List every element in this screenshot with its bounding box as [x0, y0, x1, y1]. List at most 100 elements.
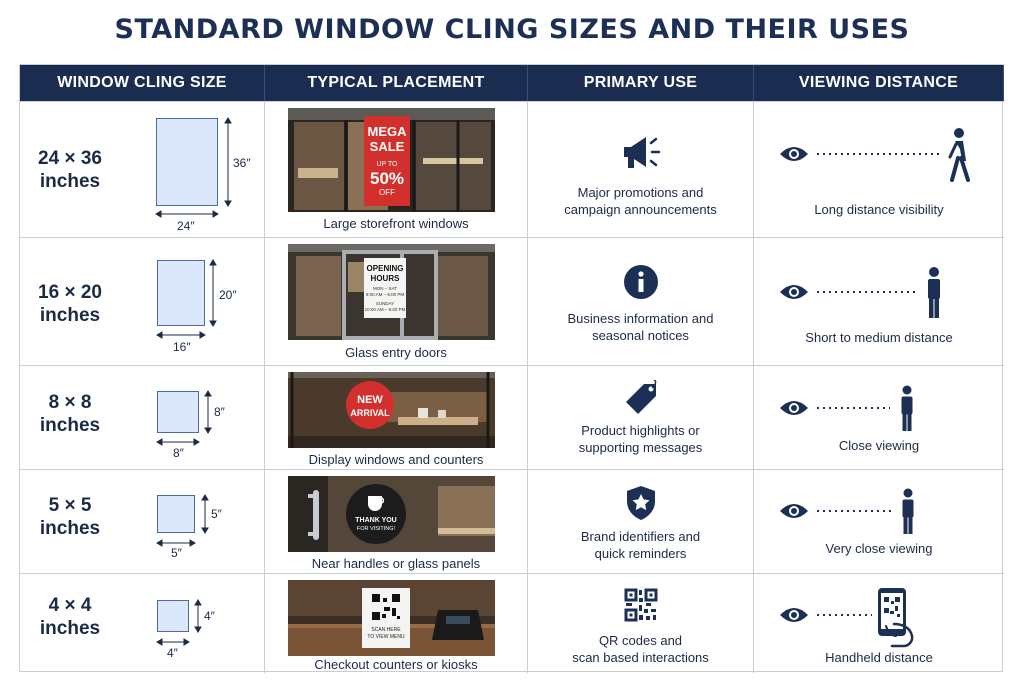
placement-caption: Large storefront windows	[323, 216, 469, 231]
placement-caption: Display windows and counters	[308, 452, 484, 467]
size-dimensions: 24 × 36	[38, 148, 102, 169]
dimension-arrows	[156, 390, 212, 446]
size-label: 5 × 5 inches	[20, 494, 120, 540]
height-label: 20″	[219, 288, 237, 302]
width-label: 16″	[173, 340, 191, 354]
size-cell: 5 × 5 inches 5″ 5″	[20, 469, 265, 573]
eye-icon	[780, 504, 808, 518]
size-dimensions: 5 × 5	[48, 495, 92, 516]
size-label: 24 × 36 inches	[20, 147, 120, 193]
sign-text: 50%	[370, 169, 404, 188]
shield-star-icon	[626, 486, 655, 520]
viewing-distance-graphic	[780, 588, 914, 648]
viewing-text: Long distance visibility	[814, 202, 944, 217]
use-text-line: scan based interactions	[572, 650, 709, 665]
header-size: WINDOW CLING SIZE	[20, 65, 265, 101]
viewing-text: Close viewing	[838, 438, 920, 453]
sign-text: THANK YOU	[355, 517, 396, 524]
sign-text: TO VIEW MENU	[367, 634, 405, 640]
size-cell: 24 × 36 inches 24″ 36″	[20, 101, 265, 237]
use-cell: QR codes and scan based interactions	[528, 573, 754, 673]
size-dimensions: 4 × 4	[48, 595, 92, 616]
eye-icon	[780, 285, 808, 299]
width-label: 4″	[167, 646, 178, 660]
width-label: 5″	[171, 546, 182, 560]
dimension-arrows	[155, 117, 232, 218]
tag-icon	[625, 380, 656, 414]
height-label: 5″	[211, 507, 222, 521]
eye-icon	[780, 608, 808, 622]
viewing-distance-graphic	[780, 267, 940, 318]
size-swatch	[156, 118, 218, 206]
placement-cell: NEW ARRIVAL Display windows and counters	[265, 365, 528, 469]
size-label: 16 × 20 inches	[20, 281, 120, 327]
size-swatch	[157, 391, 199, 433]
size-cell: 8 × 8 inches 8″ 8″	[20, 365, 265, 469]
megaphone-icon	[623, 137, 660, 168]
info-icon	[623, 265, 658, 299]
placement-cell: OPENING HOURS MON – SAT 9:00 AM – 6:00 P…	[265, 237, 528, 365]
size-unit: inches	[39, 171, 101, 192]
use-text-line: campaign announcements	[564, 202, 717, 217]
header-placement: TYPICAL PLACEMENT	[265, 65, 528, 101]
size-unit: inches	[39, 305, 101, 326]
header-primary-use: PRIMARY USE	[528, 65, 754, 101]
door-handle-photo: THANK YOU FOR VISITING!	[288, 476, 495, 552]
viewing-cell: Very close viewing	[754, 469, 1004, 573]
hand-holding-phone-icon	[878, 588, 914, 648]
dimension-arrows	[156, 599, 202, 646]
sign-text: 10:00 AM – 5:00 PM	[365, 307, 406, 312]
placement-cell: SCAN HERE TO VIEW MENU Checkout counters…	[265, 573, 528, 673]
viewing-cell: Handheld distance	[754, 573, 1004, 673]
use-cell: Business information and seasonal notice…	[528, 237, 754, 365]
size-unit: inches	[39, 618, 101, 639]
sign-text: SALE	[370, 139, 405, 154]
dimension-arrows	[156, 494, 209, 547]
size-swatch	[157, 260, 205, 326]
dimension-arrows	[156, 259, 217, 339]
use-text-line: Brand identifiers and	[580, 529, 701, 544]
viewing-text: Handheld distance	[825, 650, 933, 665]
sign-text: ARRIVAL	[350, 408, 390, 418]
sign-text: FOR VISITING!	[357, 526, 396, 532]
size-unit: inches	[39, 415, 101, 436]
use-text-line: Business information and	[567, 311, 714, 326]
placement-caption: Near handles or glass panels	[311, 556, 481, 571]
standing-person-icon	[902, 488, 914, 534]
glass-door-photo: OPENING HOURS MON – SAT 9:00 AM – 6:00 P…	[288, 244, 495, 340]
viewing-text: Very close viewing	[825, 541, 933, 556]
width-label: 8″	[173, 446, 184, 460]
use-text-line: seasonal notices	[592, 328, 689, 343]
width-label: 24″	[177, 219, 195, 233]
viewing-cell: Long distance visibility	[754, 101, 1004, 237]
qr-code-icon	[624, 588, 657, 622]
eye-icon	[780, 147, 808, 161]
height-label: 4″	[204, 609, 215, 623]
use-cell: Major promotions and campaign announceme…	[528, 101, 754, 237]
sign-text: UP TO	[376, 161, 398, 168]
walking-person-icon	[948, 128, 970, 182]
size-label: 4 × 4 inches	[20, 594, 120, 640]
size-cell: 4 × 4 inches 4″ 4″	[20, 573, 265, 673]
viewing-cell: Short to medium distance	[754, 237, 1004, 365]
viewing-distance-graphic	[780, 488, 914, 534]
standing-person-icon	[901, 385, 913, 431]
sign-text: 9:00 AM – 6:00 PM	[366, 292, 405, 297]
viewing-distance-graphic	[780, 385, 913, 431]
header-viewing-distance: VIEWING DISTANCE	[754, 65, 1004, 101]
viewing-cell: Close viewing	[754, 365, 1004, 469]
display-window-photo: NEW ARRIVAL	[288, 372, 495, 448]
size-cell: 16 × 20 inches 16″ 20″	[20, 237, 265, 365]
use-cell: Brand identifiers and quick reminders	[528, 469, 754, 573]
checkout-counter-photo: SCAN HERE TO VIEW MENU	[288, 580, 495, 656]
eye-icon	[780, 401, 808, 415]
use-cell: Product highlights or supporting message…	[528, 365, 754, 469]
use-text-line: Product highlights or	[581, 423, 700, 438]
sizes-table: WINDOW CLING SIZE TYPICAL PLACEMENT PRIM…	[19, 64, 1004, 673]
height-label: 36″	[233, 156, 251, 170]
height-label: 8″	[214, 405, 225, 419]
placement-caption: Glass entry doors	[345, 345, 447, 360]
size-swatch	[157, 495, 195, 533]
placement-cell: THANK YOU FOR VISITING! Near handles or …	[265, 469, 528, 573]
use-text-line: QR codes and	[598, 633, 683, 648]
